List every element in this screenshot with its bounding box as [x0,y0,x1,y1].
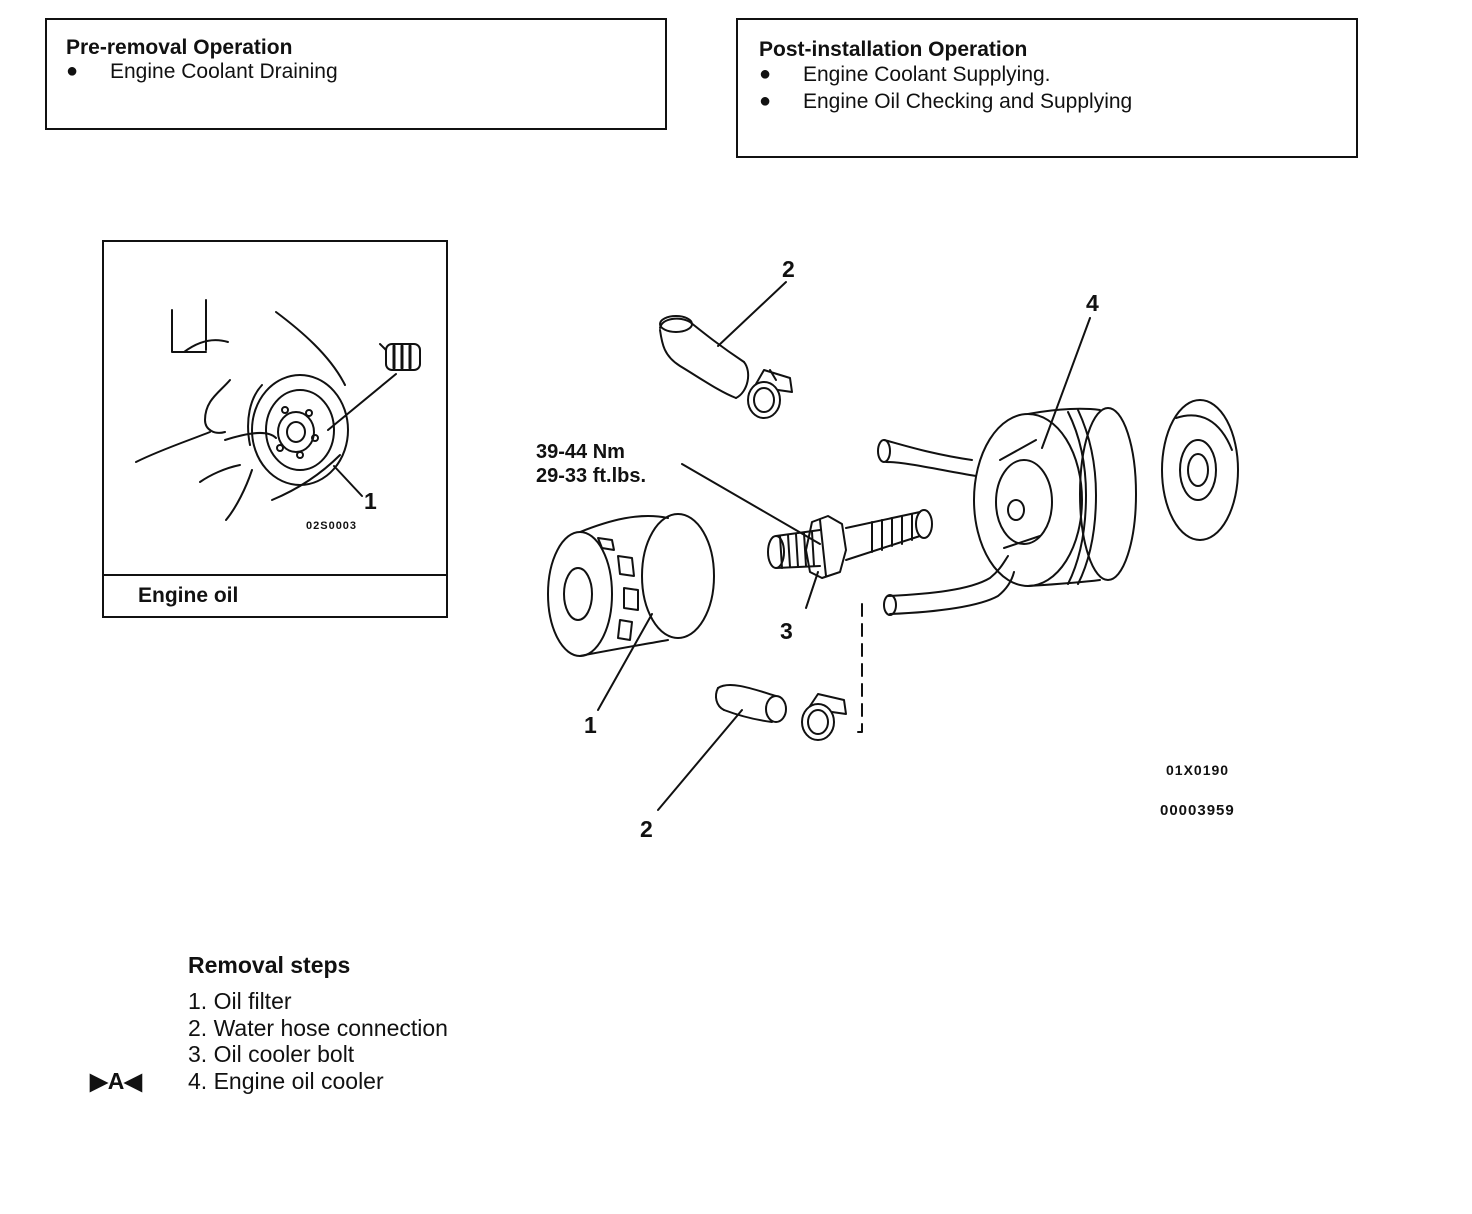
post-installation-item: ● Engine Oil Checking and Supplying [759,90,1132,114]
removal-steps-title: Removal steps [188,952,351,978]
bullet-icon: ● [66,60,79,82]
post-installation-item-text: Engine Oil Checking and Supplying [803,90,1133,113]
part-label-filter: 1 [584,712,597,738]
part-label-hose-bottom: 2 [640,816,653,842]
document-code: 00003959 [1160,802,1235,819]
pre-removal-title: Pre-removal Operation [66,36,293,59]
bullet-icon: ● [759,90,772,112]
post-installation-item: ● Engine Coolant Supplying. [759,63,1051,87]
inset-figure-code: 02S0003 [306,520,358,532]
torque-nm: 39-44 Nm [536,441,625,463]
removal-step: 1. Oil filter [188,988,292,1014]
oil-cooler-bolt [767,509,933,579]
bullet-icon: ● [759,63,772,85]
water-hose-top [659,315,750,399]
part-label-bolt: 3 [780,618,793,644]
inset-part-label: 1 [364,488,377,514]
torque-spec: 39-44 Nm 29-33 ft.lbs. [536,440,646,488]
oil-filter [547,513,715,657]
post-installation-box [736,18,1358,158]
water-hose-bottom [715,684,787,723]
leader-bolt [805,571,819,609]
hose-clamp-top [747,369,793,419]
removal-step: 2. Water hose connection [188,1015,448,1041]
post-installation-item-text: Engine Coolant Supplying. [803,63,1051,86]
inset-caption: Engine oil [104,574,446,616]
inset-figure: Engine oil [102,240,448,618]
service-point-marker: ▶A◀ [90,1068,142,1094]
inset-illustration [135,299,421,521]
pre-removal-item: ● Engine Coolant Draining [66,60,338,84]
mounting-gasket [1161,399,1239,541]
torque-ftlbs: 29-33 ft.lbs. [536,465,647,487]
removal-step: 3. Oil cooler bolt [188,1041,355,1067]
leader-cooler [1041,317,1091,449]
part-label-cooler: 4 [1086,290,1099,316]
post-installation-title: Post-installation Operation [759,38,1028,61]
leader-filter [597,613,653,711]
removal-step: 4. Engine oil cooler [188,1068,384,1094]
figure-code: 01X0190 [1166,762,1230,778]
leader-hose-top [717,281,787,347]
pre-removal-item-text: Engine Coolant Draining [110,60,338,83]
engine-oil-cooler [877,407,1137,616]
hose-clamp-bottom [801,693,847,741]
connection-dash-line [849,603,863,733]
leader-hose-bottom [657,709,743,811]
part-label-hose-top: 2 [782,256,795,282]
leader-torque [681,463,821,545]
pre-removal-box [45,18,667,130]
